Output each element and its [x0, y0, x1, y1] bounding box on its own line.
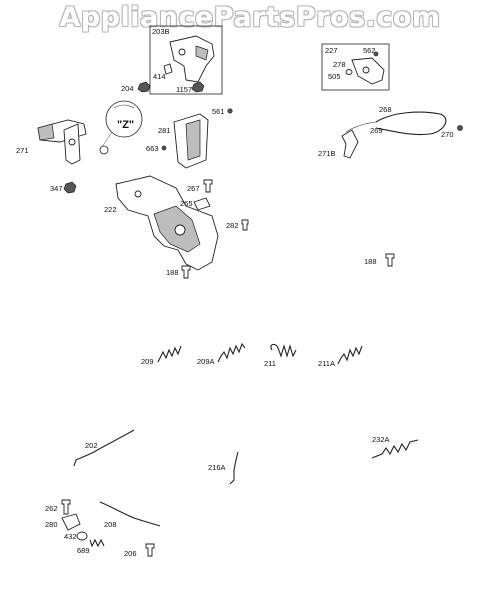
part-label-227: 227: [325, 46, 338, 55]
cable-end: [345, 121, 377, 133]
part-group-271: 271 "Z": [16, 100, 143, 165]
clip-280: [61, 513, 81, 531]
cable-268: [375, 111, 447, 136]
part-group-222: 222: [104, 175, 219, 271]
part-label-269: 269: [370, 126, 383, 135]
washer-414: [163, 63, 173, 75]
spring-689: [89, 538, 105, 548]
part-group-216A: 216A: [208, 451, 239, 485]
part-group-208: 262 280 208 432 689 206: [45, 499, 161, 558]
lever-pivot: [68, 138, 76, 146]
bracket-281-face: [185, 119, 201, 161]
spring-232A: [371, 439, 419, 459]
part-label-270: 270: [441, 130, 454, 139]
watermark: AppliancePartsPros.com: [59, 2, 441, 33]
part-group-203B: 203B 414 1157: [149, 25, 223, 95]
bracket-slot: [195, 45, 209, 61]
springs-row: 209 209A 211 211A: [141, 342, 363, 368]
part-label-211: 211: [264, 359, 276, 368]
part-group-202: 202: [73, 429, 135, 467]
part-label-414: 414: [153, 72, 166, 81]
part-label-268: 268: [379, 105, 392, 114]
screw-262: [61, 499, 71, 515]
screw-270: [457, 125, 463, 131]
part-label-271B: 271B: [318, 149, 336, 158]
part-label-1157: 1157: [176, 85, 192, 94]
kit-box-227: [321, 43, 390, 91]
screw-267: [203, 179, 213, 193]
handle-grip: [37, 123, 55, 141]
part-group-281: 281 663: [146, 113, 209, 169]
part-label-202: 202: [85, 441, 98, 450]
part-label-347: 347: [50, 184, 63, 193]
control-bracket: [169, 35, 215, 83]
bracket-222-hole-small: [134, 190, 142, 198]
part-label-432: 432: [64, 532, 77, 541]
washer-505: [345, 69, 353, 75]
part-label-222: 222: [104, 205, 117, 214]
part-label-278: 278: [333, 60, 346, 69]
clip-265: [193, 197, 211, 211]
link-216A: [229, 451, 239, 485]
part-group-227: 227 562 278 505: [321, 43, 390, 91]
part-label-206: 206: [124, 549, 137, 558]
part-label-505: 505: [328, 72, 341, 81]
lever-271B: [341, 129, 359, 159]
part-group-268: 268 269 271B 270: [318, 105, 463, 159]
part-label-689: 689: [77, 546, 90, 555]
screw-561: [227, 108, 233, 114]
part-label-209: 209: [141, 357, 154, 366]
part-label-203B: 203B: [152, 27, 170, 36]
part-label-262: 262: [45, 504, 58, 513]
lever-hole: [362, 66, 370, 74]
part-label-281: 281: [158, 126, 171, 135]
screw-188-right: [385, 253, 395, 267]
bushing-432: [76, 531, 88, 541]
nut-347: [63, 181, 77, 194]
spring-209: [157, 345, 182, 363]
spring-211A: [337, 345, 363, 365]
nut-204: [137, 81, 151, 93]
screw-188-left: [181, 265, 191, 279]
screw-206: [145, 543, 155, 557]
bracket-hole: [178, 48, 186, 56]
callout-label-z: "Z": [117, 119, 134, 131]
part-label-209A: 209A: [197, 357, 215, 366]
bracket-222-hole: [174, 224, 186, 236]
callout-circle: [105, 100, 143, 138]
part-label-562: 562: [363, 46, 376, 55]
part-label-232A: 232A: [372, 435, 390, 444]
part-label-280: 280: [45, 520, 58, 529]
part-label-265: 265: [180, 199, 193, 208]
rod-208: [99, 501, 161, 527]
part-group-232A: 232A: [371, 435, 419, 459]
part-label-271: 271: [16, 146, 29, 155]
part-label-211A: 211A: [318, 359, 335, 368]
spring-209A: [217, 342, 246, 363]
part-label-282: 282: [226, 221, 239, 230]
part-label-561: 561: [212, 107, 225, 116]
part-label-216A: 216A: [208, 463, 226, 472]
kit-box-203B: [149, 25, 223, 95]
callout-target: [99, 145, 109, 155]
screw-663: [161, 145, 167, 151]
part-label-188-left: 188: [166, 268, 179, 277]
rod-202: [73, 429, 135, 467]
nut-1157: [191, 81, 205, 93]
screw-562: [373, 51, 379, 57]
screw-282: [241, 219, 249, 231]
callout-wire-detail: [113, 104, 135, 109]
part-label-208: 208: [104, 520, 117, 529]
part-label-267: 267: [187, 184, 200, 193]
part-label-188-right: 188: [364, 257, 377, 266]
spring-211: [270, 343, 297, 358]
callout-leader: [101, 131, 113, 148]
part-label-204: 204: [121, 84, 134, 93]
part-label-663: 663: [146, 144, 159, 153]
